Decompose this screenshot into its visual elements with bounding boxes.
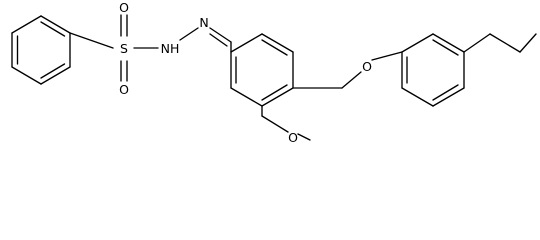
- phenyl-ring: [11, 15, 71, 85]
- methoxy-group: [261, 105, 311, 141]
- imine-nitrogen-label: N: [199, 15, 208, 30]
- chemical-structure-diagram: S O O NH N O O: [11, 0, 537, 145]
- sulfonyl-group: [69, 14, 159, 82]
- ethylphenyl-ring: [401, 33, 465, 107]
- ethyl-group: [463, 33, 537, 53]
- hydrazone-linker: [179, 27, 232, 53]
- benzyloxy-linker: [292, 51, 403, 89]
- nh-atom-label: NH: [161, 41, 180, 56]
- atom-labels: S O O NH N O O: [119, 0, 372, 145]
- ether-oxygen-label: O: [362, 59, 372, 74]
- sulfonyl-oxygen-bottom-label: O: [119, 82, 129, 97]
- methoxy-oxygen-label: O: [288, 130, 298, 145]
- central-benzene-ring: [230, 33, 294, 107]
- sulfonyl-oxygen-top-label: O: [119, 0, 129, 15]
- sulfur-atom-label: S: [120, 41, 128, 56]
